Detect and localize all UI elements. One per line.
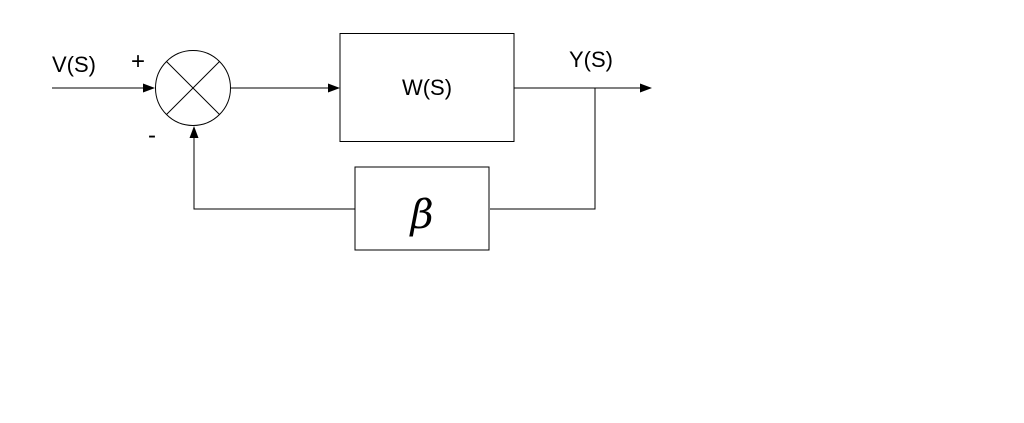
input-arrowhead: [143, 83, 155, 93]
output-label: Y(S): [569, 47, 613, 72]
plus-sign: +: [131, 48, 145, 75]
forward-arrowhead: [328, 83, 340, 93]
forward-block: [339, 33, 515, 142]
feedback-block-label: β: [408, 192, 433, 238]
feedback-block: [354, 166, 490, 251]
output-arrowhead: [640, 83, 652, 93]
feedback-line-right: [490, 88, 596, 210]
forward-block-label: W(S): [402, 75, 452, 100]
feedback-line-left: [193, 137, 355, 210]
feedback-arrowhead: [189, 126, 199, 138]
summing-junction: [155, 50, 231, 126]
minus-sign: -: [148, 122, 156, 149]
input-label: V(S): [52, 52, 96, 77]
